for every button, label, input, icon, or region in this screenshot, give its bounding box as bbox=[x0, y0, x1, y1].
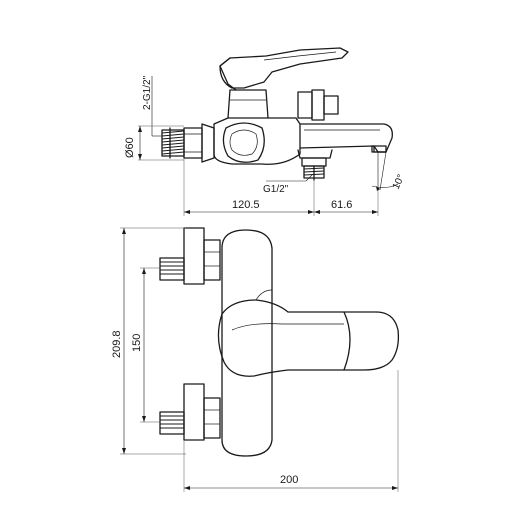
mixer-body-front bbox=[221, 229, 273, 457]
side-view: 2-G1/2" Ø60 G1/2" 10° bbox=[124, 47, 407, 216]
lever-handle-side bbox=[219, 47, 349, 89]
inlet-thread-stub bbox=[161, 127, 185, 159]
upper-inlet bbox=[159, 227, 221, 285]
dim-spout-angle: 10° bbox=[371, 151, 407, 191]
mixer-body-side bbox=[213, 117, 301, 165]
spout-side bbox=[299, 123, 393, 153]
dim-outlet-thread: G1/2" bbox=[263, 174, 313, 195]
front-view: 209.8 150 200 bbox=[111, 227, 400, 492]
diverter-knob bbox=[297, 89, 339, 121]
lower-inlet bbox=[159, 383, 221, 441]
dim-horizontal-lengths: 120.5 61.6 bbox=[183, 158, 379, 216]
dim-inlet-spacing: 150 bbox=[131, 267, 160, 423]
dim-body-diameter: Ø60 bbox=[124, 125, 184, 161]
lever-handle-front bbox=[217, 289, 400, 377]
outlet-thread-label: G1/2" bbox=[263, 184, 289, 195]
outlet-to-tip-label: 61.6 bbox=[331, 199, 352, 211]
dim-total-width: 200 bbox=[183, 370, 399, 492]
eccentric-nut bbox=[183, 123, 215, 163]
total-width-label: 200 bbox=[280, 474, 298, 486]
body-diameter-label: Ø60 bbox=[124, 137, 136, 158]
total-height-label: 209.8 bbox=[111, 330, 123, 358]
inlet-spacing-label: 150 bbox=[131, 334, 143, 352]
length-to-outlet-label: 120.5 bbox=[232, 199, 260, 211]
dim-inlet-thread: 2-G1/2" bbox=[142, 75, 162, 137]
inlet-thread-label: 2-G1/2" bbox=[142, 75, 153, 110]
dim-total-height: 209.8 bbox=[111, 227, 186, 455]
spout-angle-label: 10° bbox=[391, 173, 407, 191]
shower-outlet bbox=[297, 149, 333, 181]
